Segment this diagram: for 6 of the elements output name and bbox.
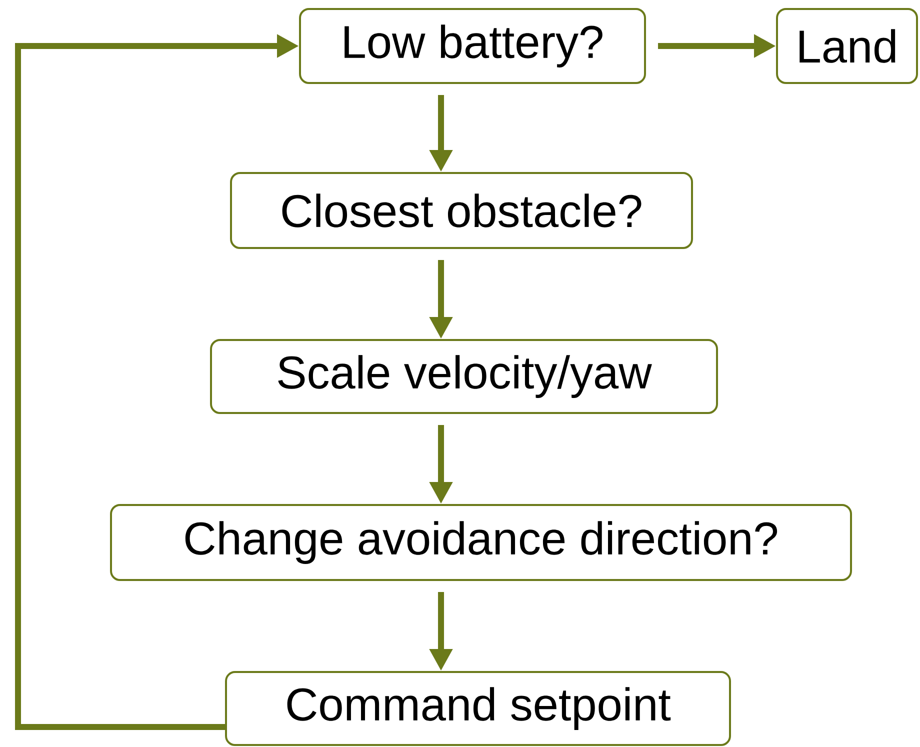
- process-box: Closest obstacle?: [230, 172, 693, 249]
- process-box: Change avoidance direction?: [110, 504, 852, 581]
- process-box: Low battery?: [299, 8, 646, 84]
- process-box: Land: [776, 8, 918, 84]
- process-box: Command setpoint: [225, 671, 731, 746]
- process-box: Scale velocity/yaw: [210, 339, 718, 414]
